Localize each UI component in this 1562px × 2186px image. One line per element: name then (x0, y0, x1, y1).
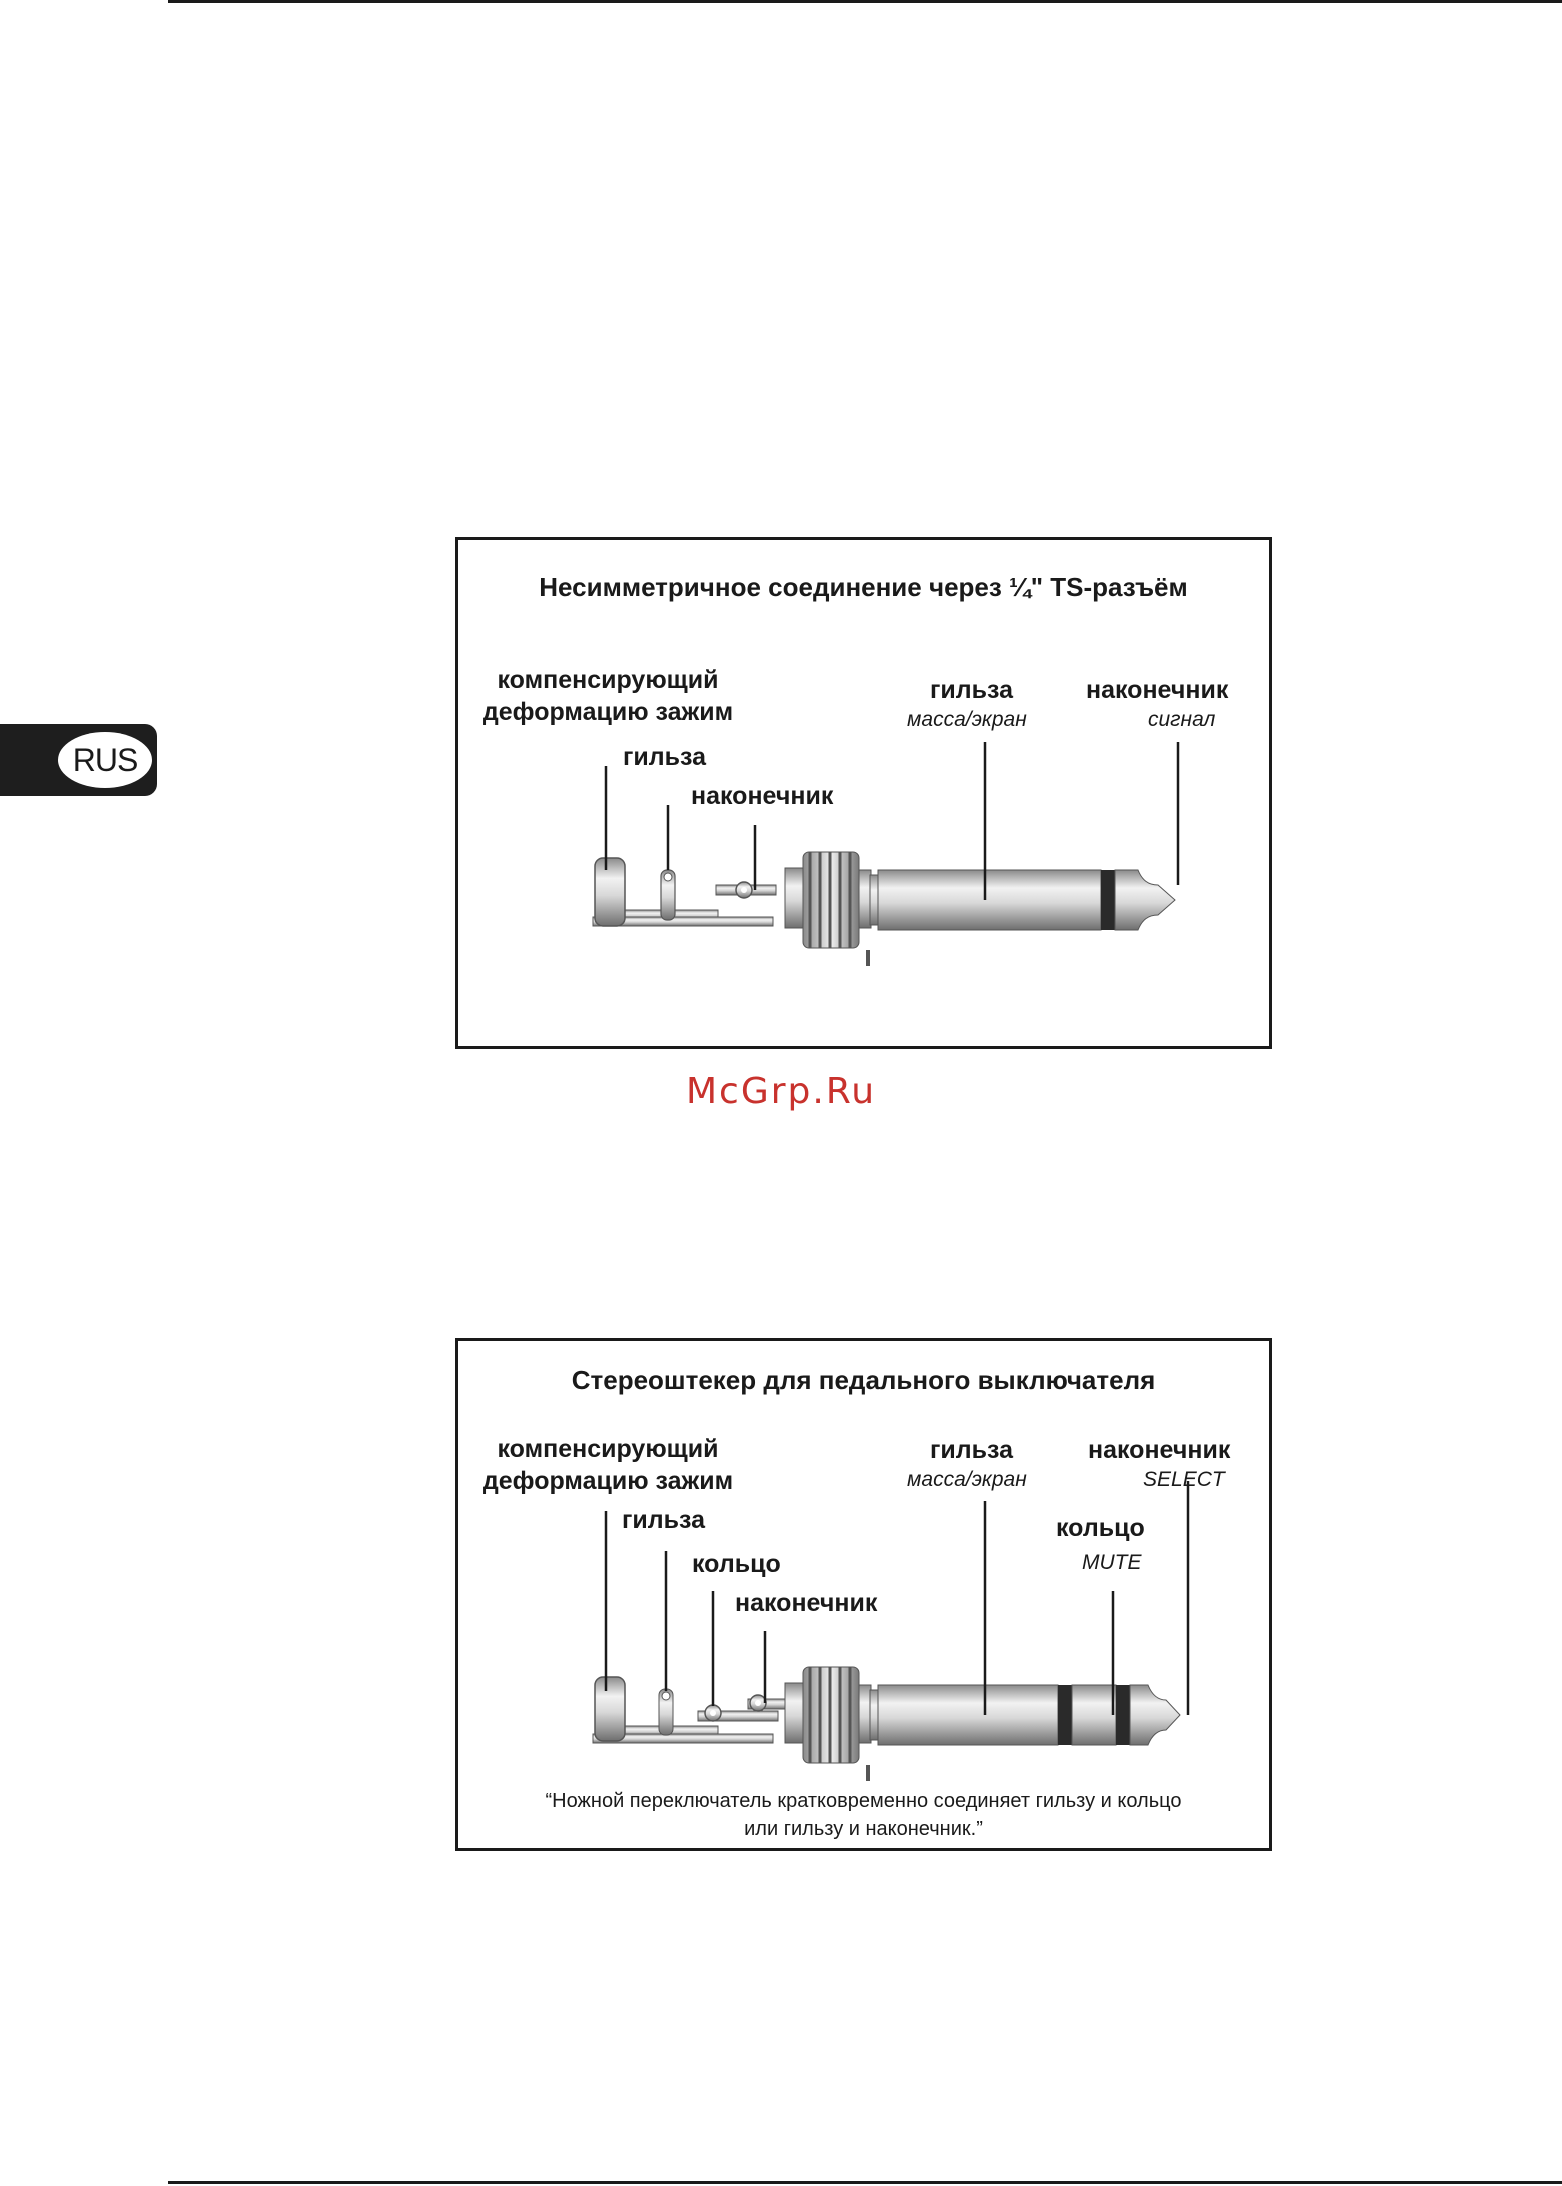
ring-terminal-label: кольцо (692, 1550, 781, 1578)
strain-relief-label: компенсирующий деформацию зажим (482, 666, 734, 726)
sleeve-terminal-label: гильза (622, 1506, 706, 1534)
tip-label: наконечник (1088, 1436, 1231, 1464)
diagram-title: Стереоштекер для педального выключателя (571, 1365, 1156, 1395)
sleeve-label: гильза (930, 676, 1014, 704)
ring-desc: MUTE (1082, 1551, 1142, 1574)
sleeve-desc: масса/экран (907, 1468, 1027, 1491)
tip-part (1129, 1684, 1181, 1746)
language-tab: RUS (0, 724, 157, 796)
strain-relief-lug (594, 857, 626, 927)
footswitch-note: “Ножной переключатель кратковременно сое… (545, 1790, 1182, 1840)
strain-relief-label: компенсирующий деформацию зажим (482, 1435, 734, 1495)
leader-lines (604, 1481, 1190, 1715)
insulator-ring-2 (1116, 1685, 1130, 1745)
tip-part (1114, 869, 1176, 931)
thread-nut (784, 851, 881, 966)
strain-relief-lug (594, 1676, 626, 1742)
ts-plug-illustration (592, 742, 1180, 966)
language-label: RUS (58, 732, 152, 788)
insulator-ring-1 (1058, 1685, 1072, 1745)
solder-terminals (592, 1676, 789, 1744)
ts-connection-diagram: Несимметричное соединение через ¼" TS-ра… (455, 537, 1272, 1049)
footswitch-plug-diagram: Стереоштекер для педального выключателя … (455, 1338, 1272, 1851)
thread-nut (784, 1666, 881, 1781)
tip-terminal-label: наконечник (691, 782, 834, 810)
tip-desc: SELECT (1143, 1468, 1225, 1491)
tip-label: наконечник (1086, 676, 1229, 704)
leader-lines (604, 742, 1180, 900)
plug-body (877, 869, 1176, 931)
sleeve-label: гильза (930, 1436, 1014, 1464)
diagram-title: Несимметричное соединение через ¼" TS-ра… (539, 572, 1188, 602)
sleeve-part (877, 869, 1102, 931)
top-rule (168, 0, 1562, 3)
ring-label: кольцо (1056, 1514, 1145, 1542)
ring-part (1071, 1684, 1117, 1746)
solder-terminals (592, 857, 777, 927)
tip-terminal-label: наконечник (735, 1589, 878, 1617)
sleeve-desc: масса/экран (907, 708, 1027, 731)
bottom-rule (168, 2181, 1562, 2184)
sleeve-terminal-label: гильза (623, 743, 707, 771)
sleeve-part (877, 1684, 1059, 1746)
plug-body (877, 1684, 1181, 1746)
watermark: McGrp.Ru (686, 1071, 877, 1112)
trs-plug-illustration (592, 1481, 1190, 1781)
tip-desc: сигнал (1148, 708, 1216, 731)
insulator-ring (1101, 870, 1115, 930)
